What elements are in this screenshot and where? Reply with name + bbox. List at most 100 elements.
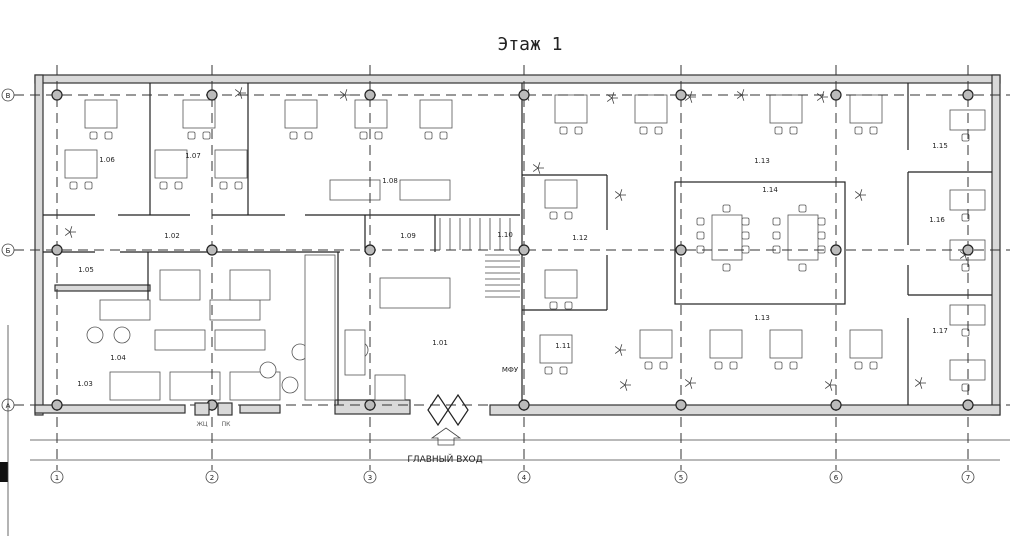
chair — [289, 131, 298, 140]
structural-column — [206, 244, 218, 256]
structural-column — [830, 89, 842, 101]
structural-column — [518, 89, 530, 101]
chair — [696, 231, 705, 240]
chair — [722, 204, 731, 213]
structural-column — [364, 89, 376, 101]
chair — [559, 366, 568, 375]
structural-column — [675, 244, 687, 256]
axis-column-label: 4 — [522, 474, 527, 482]
device-label: ПК — [222, 421, 232, 428]
chair — [639, 126, 648, 135]
room-label: 1.12 — [572, 234, 588, 242]
entrance-label: ГЛАВНЫЙ ВХОД — [407, 453, 482, 465]
room-label: 1.16 — [929, 216, 945, 224]
plant-icon — [614, 346, 621, 351]
plant-icon — [64, 228, 71, 233]
structural-column — [364, 399, 376, 411]
equipment-box — [217, 402, 233, 416]
plant-icon — [624, 379, 628, 386]
chair — [219, 181, 228, 190]
axis-column-label: 3 — [368, 474, 372, 482]
desk — [379, 277, 451, 309]
desk — [154, 149, 188, 179]
chair — [202, 131, 211, 140]
chair — [84, 181, 93, 190]
desk — [84, 99, 118, 129]
chair — [89, 131, 98, 140]
plant-icon — [919, 382, 923, 389]
room-label: 1.05 — [78, 266, 94, 274]
structural-column — [51, 399, 63, 411]
structural-column — [830, 399, 842, 411]
room-label: 1.11 — [555, 342, 571, 350]
plant-icon — [829, 384, 833, 391]
chair — [644, 361, 653, 370]
furniture — [64, 87, 986, 401]
chair — [714, 361, 723, 370]
chair — [961, 383, 970, 392]
main-entrance: ГЛАВНЫЙ ВХОД — [407, 393, 483, 465]
plant-icon — [234, 92, 241, 97]
outer-walls — [34, 74, 1001, 416]
chair — [772, 231, 781, 240]
chair — [104, 131, 113, 140]
plant-icon — [919, 377, 923, 384]
structural-column — [518, 244, 530, 256]
plant-icon — [736, 91, 743, 96]
chair — [817, 231, 826, 240]
desk — [214, 329, 266, 351]
desk — [769, 94, 803, 124]
structural-column — [518, 399, 530, 411]
entrance-arrow-icon — [430, 427, 462, 446]
plant-icon — [821, 96, 825, 103]
mfu-label: МФУ — [502, 366, 519, 374]
chair — [174, 181, 183, 190]
plant-icon — [339, 91, 346, 96]
room-label: 1.04 — [110, 354, 126, 362]
plant-icon — [619, 349, 623, 356]
plant-icon — [736, 94, 743, 99]
room-labels: 1.06 1.07 1.08 1.02 1.09 1.10 1.05 1.04 … — [77, 142, 948, 388]
chair — [961, 133, 970, 142]
equipment-box — [194, 402, 210, 416]
desk — [639, 329, 673, 359]
chair — [187, 131, 196, 140]
plant-icon — [339, 94, 346, 99]
round-table — [281, 376, 299, 394]
desk — [709, 329, 743, 359]
desk — [304, 254, 336, 401]
chair — [854, 126, 863, 135]
structural-column — [206, 89, 218, 101]
axis-column-label: 7 — [966, 474, 970, 482]
chair — [741, 217, 750, 226]
chair — [574, 126, 583, 135]
chair — [961, 213, 970, 222]
chair — [424, 131, 433, 140]
desk — [849, 329, 883, 359]
plant-icon — [741, 89, 745, 96]
plant-icon — [859, 194, 863, 201]
plant-icon — [614, 191, 621, 196]
room-label: 1.13 — [754, 157, 770, 165]
chair — [729, 361, 738, 370]
desk — [769, 329, 803, 359]
round-table — [86, 326, 104, 344]
chair — [564, 301, 573, 310]
plant-icon — [619, 381, 626, 386]
room-label: 1.01 — [432, 339, 448, 347]
plant-icon — [239, 92, 243, 99]
plant-icon — [824, 381, 831, 386]
device-label: ЖЦ — [196, 421, 207, 428]
plant-icon — [239, 87, 243, 94]
axis-row-label: В — [6, 92, 11, 100]
axis-column-label: 2 — [210, 474, 214, 482]
desk — [634, 94, 668, 124]
plant-icon — [829, 379, 833, 386]
plant-icon — [619, 384, 626, 389]
chair — [374, 131, 383, 140]
desk — [539, 334, 573, 364]
plant-icon — [689, 91, 693, 98]
room-label: 1.10 — [497, 231, 513, 239]
structural-column — [51, 89, 63, 101]
plant-icon — [959, 254, 966, 259]
